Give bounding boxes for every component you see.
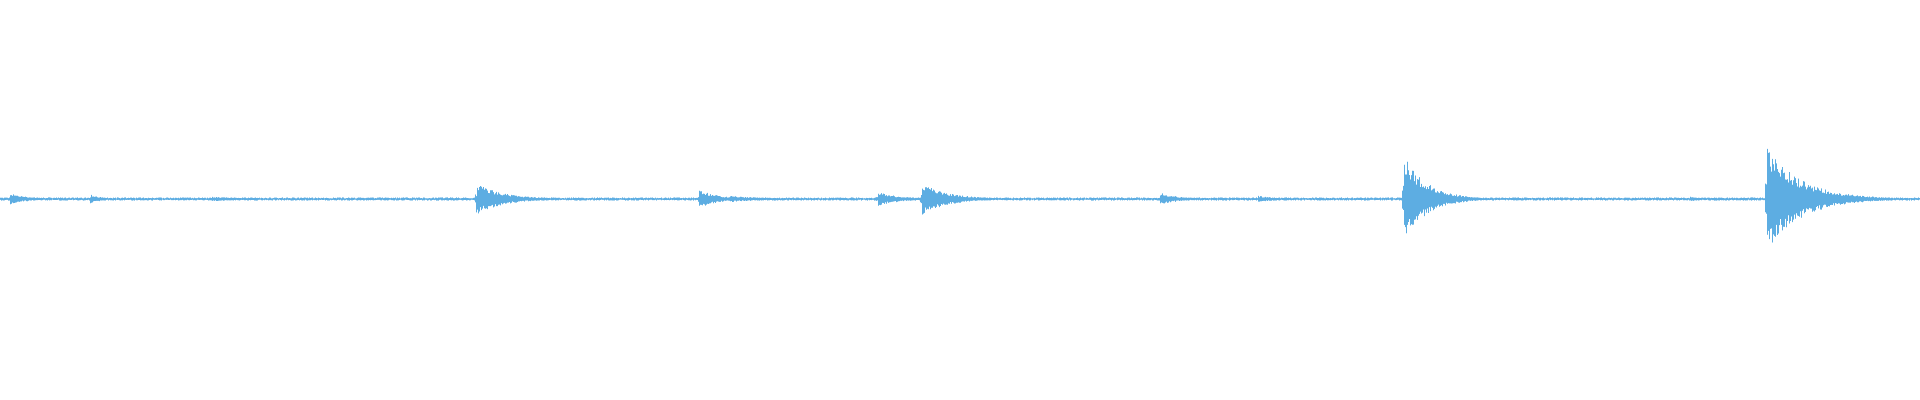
- waveform-trace: [0, 148, 1920, 243]
